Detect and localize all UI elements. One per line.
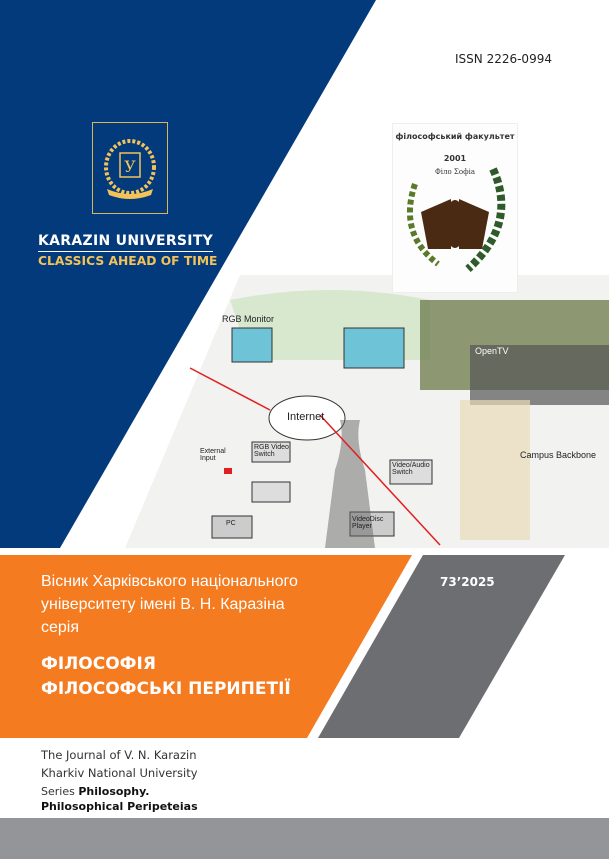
series-prefix: Series: [41, 785, 75, 798]
collage-label: External Input: [200, 448, 226, 462]
journal-title-ua-line: серія: [41, 619, 80, 636]
collage-image: [125, 275, 609, 548]
faculty-logo-motto: Філо Σофіа: [435, 168, 475, 176]
series-title-ua-line: ФІЛОСОФІЯ: [41, 654, 156, 674]
collage-label: RGB Monitor: [222, 314, 275, 324]
blue-panel: [0, 0, 376, 548]
collage-label: Internet: [287, 411, 325, 423]
svg-text:У: У: [124, 157, 136, 176]
issue-number: 73’2025: [440, 575, 495, 589]
journal-title-en: The Journal of V. N. Karazin Kharkiv Nat…: [41, 746, 198, 782]
series-title-en-line: Philosophical Peripeteias: [41, 800, 198, 813]
faculty-logo-text: філософський факультет: [395, 132, 515, 141]
university-motto: CLASSICS AHEAD OF TIME: [38, 254, 218, 268]
series-title-en: Series Philosophy. Philosophical Peripet…: [41, 784, 198, 814]
university-logo: У: [92, 122, 168, 214]
orange-panel: [0, 555, 412, 738]
gray-panel: [318, 555, 565, 738]
university-name: KARAZIN UNIVERSITY: [38, 233, 214, 252]
faculty-logo-year: 2001: [443, 154, 467, 163]
owl-wreath-icon: [406, 167, 506, 272]
journal-title-ua-line: Вісник Харківського національного: [41, 573, 298, 590]
collage-label: Campus Backbone: [520, 450, 597, 460]
journal-title-ua-line: університету імені В. Н. Каразіна: [41, 596, 285, 613]
issn: ISSN 2226-0994: [455, 52, 552, 66]
collage-label: Video/Audio Switch: [392, 462, 430, 476]
journal-title-en-line: The Journal of V. N. Karazin: [41, 748, 197, 762]
crest-icon: У: [104, 139, 156, 199]
journal-title-en-line: Kharkiv National University: [41, 766, 198, 780]
faculty-logo: філософський факультет 2001 Філо Σофіа: [392, 123, 518, 293]
series-title-ua: ФІЛОСОФІЯ ФІЛОСОФСЬКІ ПЕРИПЕТІЇ: [41, 652, 291, 702]
journal-title-ua: Вісник Харківського національного універ…: [41, 570, 298, 639]
collage-label: PC: [226, 520, 236, 527]
series-title-en-line: Philosophy.: [78, 785, 150, 798]
collage-label: OpenTV: [475, 346, 509, 356]
collage-label: RGB Video Switch: [254, 444, 289, 458]
collage-label: VideoDisc Player: [352, 516, 384, 530]
bottom-bar: [0, 818, 609, 859]
series-title-ua-line: ФІЛОСОФСЬКІ ПЕРИПЕТІЇ: [41, 679, 291, 699]
